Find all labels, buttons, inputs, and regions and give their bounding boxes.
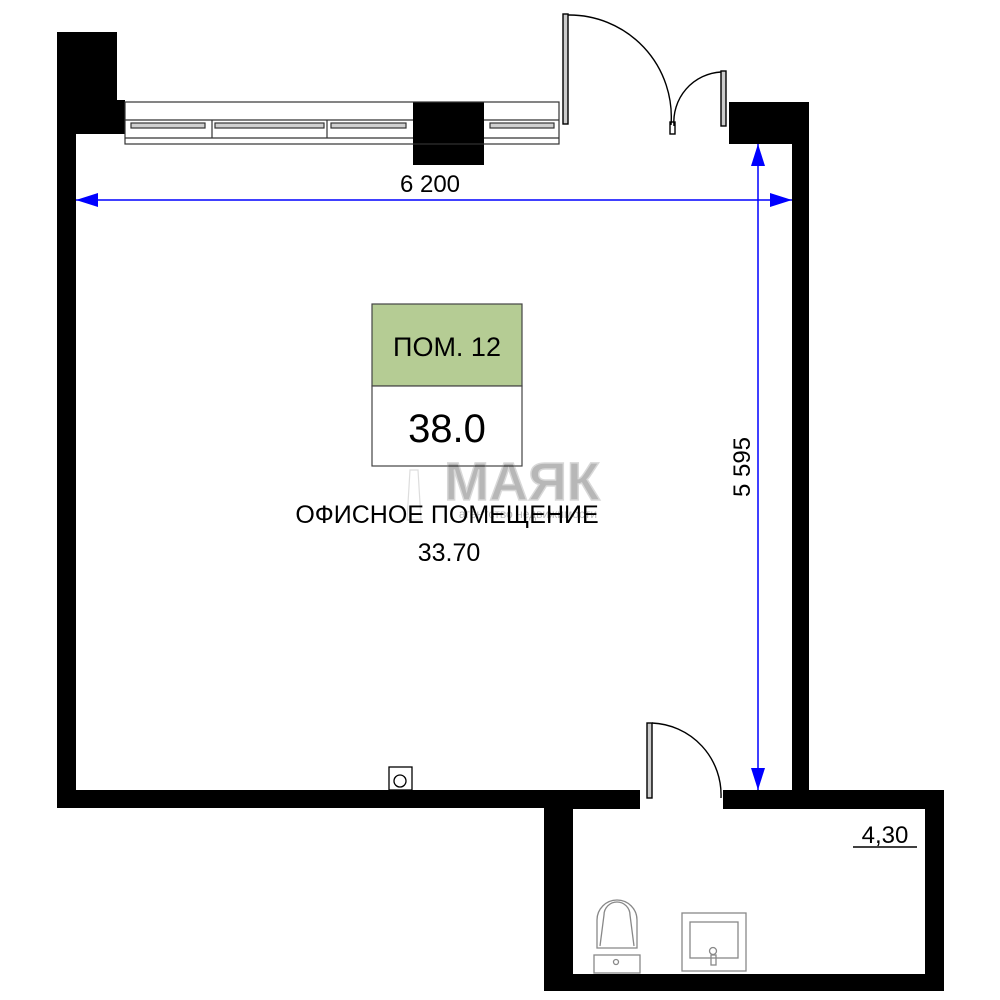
wall-bath-right (925, 790, 944, 990)
sink-drain (708, 946, 718, 956)
bathroom-door (646, 722, 722, 799)
watermark: МАЯК агентство недвижимости (406, 451, 602, 521)
wall-left (57, 100, 76, 808)
toilet-tank (593, 954, 641, 974)
window-sash (130, 122, 206, 129)
dimension-width-label: 6 200 (400, 171, 460, 198)
watermark-brand: МАЯК (444, 452, 601, 512)
riser-box (388, 766, 413, 791)
wall-top-pier (413, 102, 484, 165)
room-tag-header (371, 303, 523, 387)
walls (57, 32, 944, 991)
wall-bath-left (544, 790, 573, 990)
wall-bottom-main (57, 790, 640, 808)
arrow-right-icon (770, 193, 792, 207)
sink-basin (689, 921, 739, 959)
room-tag-body (371, 385, 523, 467)
sink-icon (681, 912, 747, 972)
dimension-depth: 5 595 (729, 144, 765, 790)
main-room-name: ОФИСНОЕ ПОМЕЩЕНИЕ (295, 501, 598, 529)
door-leaf-large (562, 13, 569, 125)
windows (124, 101, 560, 145)
toilet-bowl-inner (599, 901, 635, 947)
wall-bath-top-right (723, 790, 944, 809)
door-swing-small (673, 71, 722, 127)
lighthouse-icon (406, 469, 422, 521)
main-room-area: 33.70 (418, 539, 481, 567)
toilet-button (612, 958, 620, 966)
arrow-left-icon (76, 193, 98, 207)
window-sash (214, 122, 325, 129)
bathroom-area: 4,30 (862, 822, 909, 849)
sink-tap (710, 954, 717, 966)
toilet-bowl (596, 899, 638, 949)
sink-outer (681, 912, 747, 972)
door-swing-large (567, 14, 673, 126)
riser (388, 766, 413, 791)
entrance-door (562, 13, 727, 135)
dimension-width: 6 200 (76, 171, 792, 207)
bath-door-swing (651, 722, 722, 799)
dimension-depth-label: 5 595 (729, 437, 756, 497)
room-tag: ПОМ. 12 38.0 (371, 303, 523, 467)
watermark-tagline: агентство недвижимости (459, 507, 597, 521)
bath-door-leaf (646, 722, 653, 799)
window-sash (489, 122, 555, 129)
window-sill (124, 101, 560, 145)
room-tag-label: ПОМ. 12 (393, 332, 501, 362)
toilet-icon (593, 899, 641, 974)
arrow-up-icon (751, 144, 765, 166)
wall-right (792, 102, 809, 808)
arrow-down-icon (751, 768, 765, 790)
wall-bath-bottom (544, 974, 944, 991)
door-leaf-small (720, 70, 727, 127)
door-latch (669, 121, 676, 135)
room-tag-total-area: 38.0 (408, 407, 486, 451)
window-sash (330, 122, 407, 129)
riser-pipe (393, 774, 407, 788)
